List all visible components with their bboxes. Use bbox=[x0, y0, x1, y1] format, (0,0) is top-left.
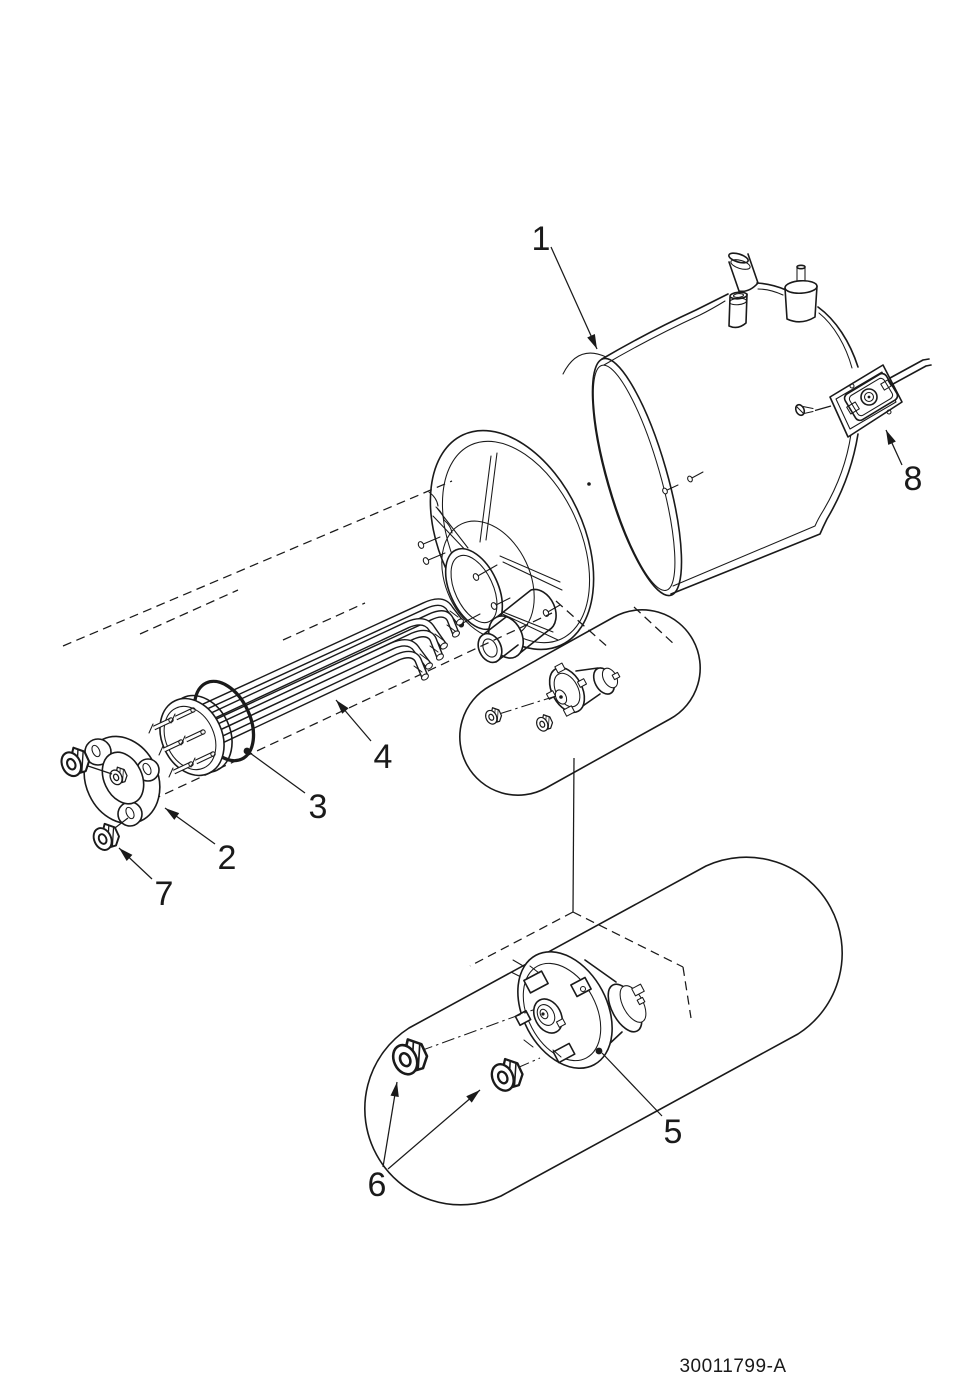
callout-leader-6a bbox=[382, 1081, 399, 1168]
tank-rear-crown-inner bbox=[757, 288, 853, 369]
shell-studs bbox=[587, 471, 704, 495]
callout-leader-8 bbox=[885, 429, 903, 466]
tank-rear-crown bbox=[756, 282, 859, 368]
head-crown-bump bbox=[562, 352, 607, 375]
pipe-nipple-tilted bbox=[728, 252, 759, 293]
callout-leader-5 bbox=[601, 1052, 663, 1117]
element-bracket-assembly bbox=[510, 951, 647, 1069]
tank-assembly bbox=[417, 252, 932, 664]
projection-line bbox=[282, 602, 366, 641]
tank-top-silhouette bbox=[601, 293, 729, 360]
callout-label-8: 8 bbox=[904, 460, 923, 498]
hex-flange-nut-7 bbox=[89, 822, 120, 854]
flange-plate bbox=[83, 735, 161, 832]
callout-leader-7 bbox=[118, 847, 153, 880]
anode-fitting bbox=[784, 264, 818, 323]
callout-leader-4 bbox=[335, 699, 372, 742]
callout-leader-3 bbox=[249, 752, 306, 794]
switch-wires bbox=[889, 358, 932, 385]
tank-spud bbox=[477, 588, 557, 664]
callout-label-1: 1 bbox=[532, 220, 551, 258]
balloon-connector-line bbox=[572, 757, 575, 913]
projection-line bbox=[62, 480, 453, 647]
jacket-scallops bbox=[428, 491, 453, 534]
hex-flange-nut-6b bbox=[486, 1057, 524, 1096]
callout-leader-2 bbox=[164, 807, 216, 845]
switch-screw bbox=[794, 403, 832, 417]
detail-balloon-small bbox=[459, 600, 701, 796]
tank-bottom-silhouette bbox=[670, 433, 859, 595]
callouts: 1 2 3 4 5 6 7 8 bbox=[118, 220, 923, 1204]
callout-label-4: 4 bbox=[374, 738, 393, 776]
callout-label-5: 5 bbox=[664, 1113, 683, 1151]
switch-body bbox=[843, 372, 899, 422]
callout-label-3: 3 bbox=[309, 788, 328, 826]
tank-bottom-silhouette-inner bbox=[672, 433, 852, 587]
element-terminals bbox=[148, 707, 216, 778]
heating-element-assembly bbox=[56, 480, 553, 854]
tube-collars bbox=[413, 610, 459, 673]
callout-label-7: 7 bbox=[155, 875, 174, 913]
callout-leader-1 bbox=[550, 246, 598, 350]
hex-nut-small bbox=[533, 714, 554, 734]
detail-balloon-large bbox=[364, 856, 843, 1206]
callout-label-2: 2 bbox=[218, 839, 237, 877]
hex-flange-nut-6a bbox=[387, 1038, 429, 1080]
element-opening-inner bbox=[450, 554, 498, 624]
callout-leader-6b bbox=[387, 1089, 481, 1170]
thermostat-switch bbox=[794, 358, 932, 438]
drawing-number: 30011799-A bbox=[679, 1356, 786, 1377]
hex-nut-small bbox=[482, 707, 503, 727]
tank-top-silhouette-inner bbox=[603, 300, 726, 366]
switch-knob bbox=[860, 388, 878, 406]
pipe-nipple-front bbox=[728, 291, 748, 329]
mixing-assembly-small bbox=[545, 662, 621, 717]
callout-label-6: 6 bbox=[368, 1166, 387, 1204]
projection-line bbox=[139, 589, 239, 635]
tank-front-band-inner bbox=[592, 364, 676, 592]
element-tubes bbox=[189, 598, 464, 756]
